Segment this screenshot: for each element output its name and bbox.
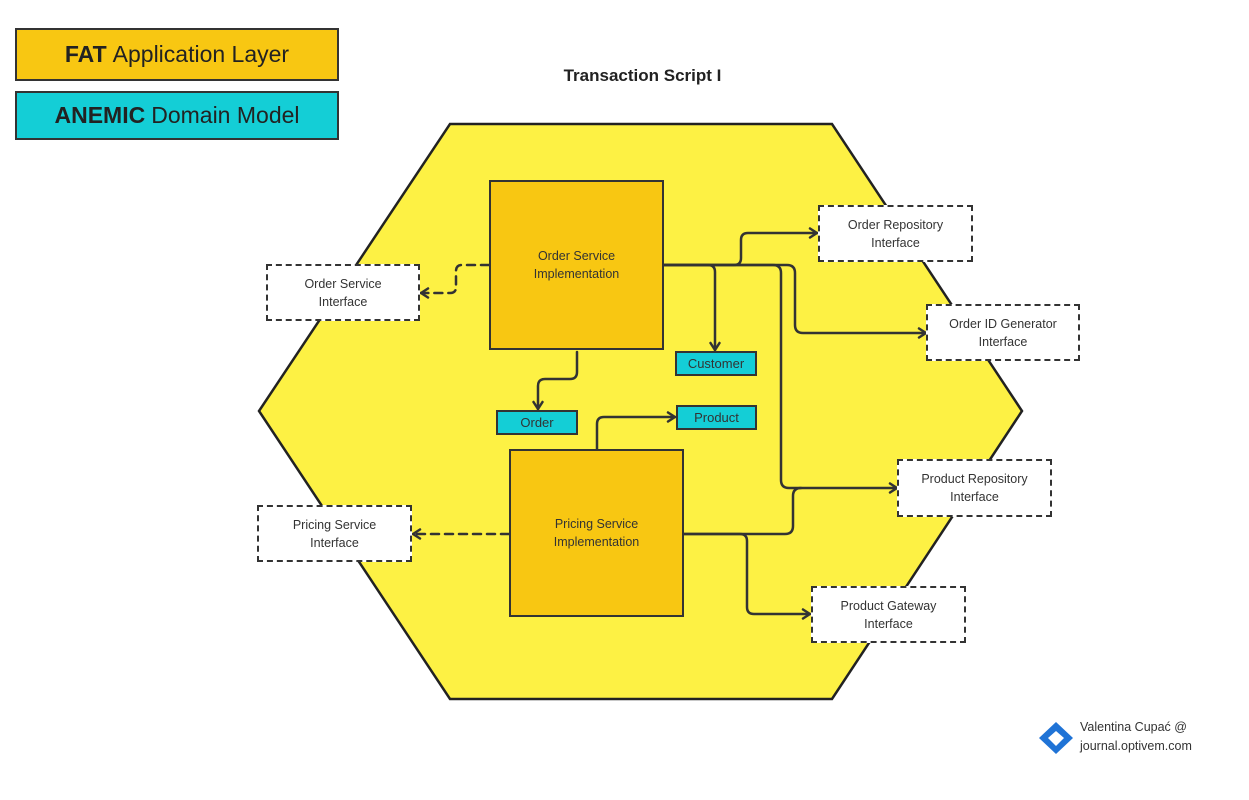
author-credit-line2: journal.optivem.com (1080, 739, 1192, 753)
pricing-service-interface: Pricing Service Interface (257, 505, 412, 562)
legend-anemic-text: Domain Model (151, 102, 300, 128)
optivem-diamond-logo (1039, 722, 1073, 754)
product-entity: Product (676, 405, 757, 430)
product-repository-interface-line1: Product Repository (921, 472, 1028, 486)
order-service-implementation-line2: Implementation (533, 267, 620, 281)
legend-fat-text: Application Layer (112, 41, 290, 67)
connector-pricing-impl-to-product-repository (682, 486, 803, 536)
order-repository-interface-line1: Order Repository (847, 217, 944, 232)
order-repository-interface-line2: Interface (871, 235, 920, 250)
order-id-generator-interface-line1: Order ID Generator (949, 316, 1057, 331)
diagram-title: Transaction Script I (563, 66, 722, 85)
connector-order-impl-to-order-entity (532, 350, 579, 411)
product-repository-interface-line2: Interface (950, 490, 999, 504)
order-id-generator-interface: Order ID Generator Interface (926, 304, 1080, 361)
legend-fat-bold: FAT (64, 41, 107, 67)
product-repository-interface: Product Repository Interface (897, 459, 1052, 517)
order-service-interface: Order Service Interface (266, 264, 420, 321)
connector-order-impl-to-order-interface (419, 263, 491, 299)
connector-pricing-impl-to-product-gateway (682, 532, 812, 620)
connector-pricing-impl-to-product-entity (595, 411, 677, 451)
customer-entity: Customer (675, 351, 757, 376)
legend-fat-application-layer: FAT Application Layer (15, 28, 339, 81)
pricing-service-implementation-line1: Pricing Service (554, 517, 639, 531)
pricing-service-implementation: Pricing Service Implementation (509, 449, 684, 617)
author-credit: Valentina Cupać @ journal.optivem.com (1080, 718, 1192, 756)
legend-anemic-domain-model: ANEMIC Domain Model (15, 91, 339, 140)
order-service-interface-line1: Order Service (304, 276, 382, 291)
product-gateway-interface: Product Gateway Interface (811, 586, 966, 643)
pricing-service-implementation-line2: Implementation (553, 535, 640, 549)
pricing-service-interface-line2: Interface (310, 535, 359, 550)
order-service-interface-line2: Interface (318, 294, 368, 309)
product-gateway-interface-line1: Product Gateway (840, 598, 937, 613)
connector-order-impl-to-order-id-generator (662, 263, 928, 339)
order-service-implementation: Order Service Implementation (489, 180, 664, 350)
order-repository-interface: Order Repository Interface (818, 205, 973, 262)
connector-order-impl-to-product-repository (662, 263, 899, 494)
product-gateway-interface-line2: Interface (864, 616, 913, 631)
order-service-implementation-line1: Order Service (537, 249, 616, 263)
order-entity: Order (496, 410, 578, 435)
application-hexagon (257, 122, 1024, 701)
author-credit-line1: Valentina Cupać @ (1080, 720, 1187, 734)
pricing-service-interface-line1: Pricing Service (292, 517, 377, 532)
legend-anemic-bold: ANEMIC (54, 102, 146, 128)
order-id-generator-interface-line2: Interface (978, 334, 1028, 349)
